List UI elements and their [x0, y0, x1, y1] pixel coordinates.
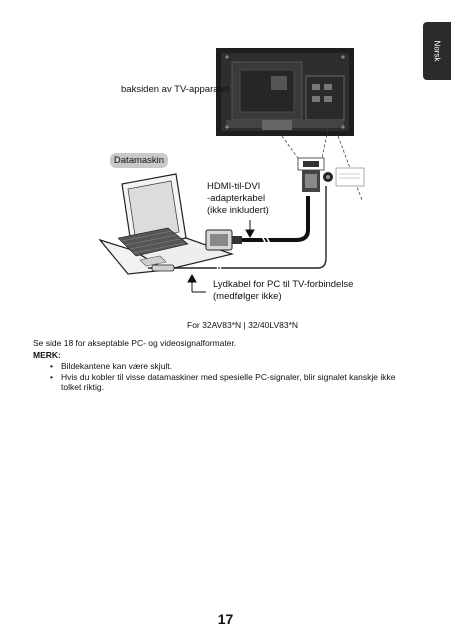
audio-cable-label: Lydkabel for PC til TV-forbindelse (medf…	[213, 279, 353, 303]
page-number: 17	[217, 611, 234, 627]
see-page-text: Se side 18 for akseptable PC- og videosi…	[33, 338, 237, 348]
note-item-continuation: tolket riktig.	[61, 382, 104, 392]
models-caption: For 32AV83*N | 32/40LV83*N	[187, 320, 299, 330]
port-closeup	[297, 157, 365, 192]
note-heading: MERK:	[33, 350, 61, 360]
computer-badge: Datamaskin	[110, 153, 168, 168]
zoom-lines	[281, 119, 363, 201]
tv-back-panel	[216, 48, 354, 136]
adapter-label-line: HDMI-til-DVI	[207, 181, 261, 192]
hdmi-dvi-cable	[205, 196, 310, 251]
adapter-label: HDMI-til-DVI -adapterkabel (ikke inklude…	[207, 181, 269, 217]
note-item: Bildekantene kan være skjult.	[48, 361, 428, 372]
audio-cable-label-line: Lydkabel for PC til TV-forbindelse	[213, 279, 354, 290]
adapter-label-line: -adapterkabel	[207, 193, 266, 204]
connection-diagram	[98, 48, 365, 293]
audio-cable	[148, 186, 327, 273]
tv-back-label: baksiden av TV-apparatet	[121, 84, 230, 95]
adapter-label-line: (ikke inkludert)	[207, 205, 269, 216]
callout-arrows	[187, 220, 255, 293]
language-tab: Norsk	[423, 22, 451, 80]
laptop-illustration	[98, 173, 235, 275]
note-item: Hvis du kobler til visse datamaskiner me…	[48, 372, 428, 383]
audio-cable-label-line: (medfølger ikke)	[213, 291, 282, 302]
notes-list: Bildekantene kan være skjult. Hvis du ko…	[48, 361, 428, 382]
